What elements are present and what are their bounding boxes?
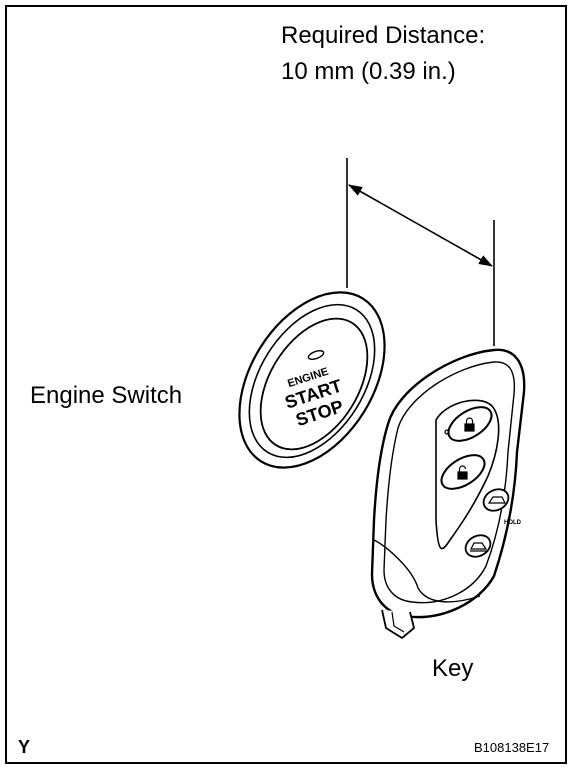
key-fob [370, 348, 526, 639]
distance-dimension [346, 158, 495, 346]
unlock-icon [457, 465, 468, 480]
indicator-light-icon [444, 429, 450, 435]
corner-letter: Y [18, 737, 31, 757]
trunk-icon [487, 496, 506, 504]
distance-arrow [348, 184, 493, 267]
figure-code: B108138E17 [474, 740, 550, 755]
key-label: Key [432, 655, 474, 682]
required-distance-value: 10 mm (0.39 in.) [281, 58, 456, 85]
engine-switch-button [238, 291, 386, 469]
hold-label: HOLD [504, 520, 522, 526]
lock-icon [464, 417, 475, 432]
required-distance-title: Required Distance: [281, 22, 486, 49]
panic-car-icon [470, 542, 488, 552]
engine-switch-label: Engine Switch [30, 382, 183, 409]
